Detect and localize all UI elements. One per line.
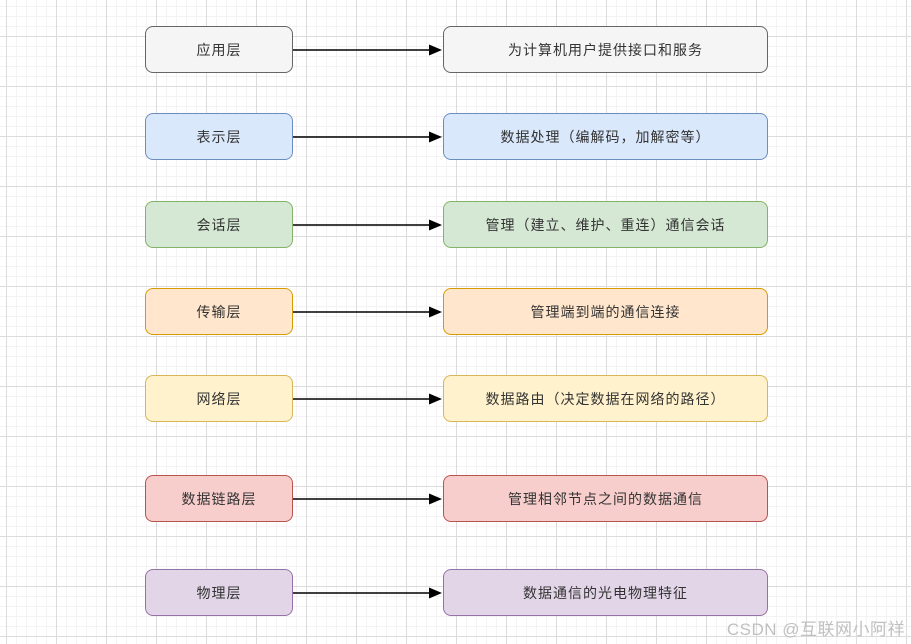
- layer-name-label: 物理层: [196, 584, 242, 601]
- arrow-connector: [293, 219, 442, 230]
- layer-description-node: 数据处理（编解码，加解密等）: [443, 113, 768, 160]
- layer-description-label: 为计算机用户提供接口和服务: [508, 41, 703, 58]
- layer-name-label: 网络层: [196, 390, 242, 407]
- layer-description-label: 管理相邻节点之间的数据通信: [508, 490, 703, 507]
- layer-node: 表示层: [145, 113, 293, 160]
- arrow-connector: [293, 587, 442, 598]
- arrow-connector: [293, 131, 442, 142]
- layer-row: 应用层 为计算机用户提供接口和服务: [0, 26, 911, 73]
- layer-description-label: 数据路由（决定数据在网络的路径）: [485, 390, 726, 407]
- arrowhead-icon: [429, 44, 442, 55]
- arrowhead-icon: [429, 131, 442, 142]
- layer-row: 物理层 数据通信的光电物理特征: [0, 569, 911, 616]
- layer-node: 物理层: [145, 569, 293, 616]
- layer-description-node: 数据路由（决定数据在网络的路径）: [443, 375, 768, 422]
- arrow-connector: [293, 493, 442, 504]
- arrow-connector: [293, 44, 442, 55]
- arrowhead-icon: [429, 219, 442, 230]
- layer-name-label: 表示层: [196, 128, 242, 145]
- layer-description-node: 管理（建立、维护、重连）通信会话: [443, 201, 768, 248]
- layer-description-node: 为计算机用户提供接口和服务: [443, 26, 768, 73]
- layer-description-label: 管理端到端的通信连接: [530, 303, 681, 320]
- layer-description-node: 数据通信的光电物理特征: [443, 569, 768, 616]
- arrow-connector: [293, 306, 442, 317]
- arrowhead-icon: [429, 393, 442, 404]
- layer-row: 数据链路层 管理相邻节点之间的数据通信: [0, 475, 911, 522]
- layer-description-label: 管理（建立、维护、重连）通信会话: [485, 216, 726, 233]
- layer-row: 会话层 管理（建立、维护、重连）通信会话: [0, 201, 911, 248]
- layer-name-label: 应用层: [196, 41, 242, 58]
- layer-name-label: 传输层: [196, 303, 242, 320]
- layer-description-label: 数据通信的光电物理特征: [523, 584, 688, 601]
- layer-description-label: 数据处理（编解码，加解密等）: [500, 128, 711, 145]
- layer-node: 网络层: [145, 375, 293, 422]
- watermark: CSDN @互联网小阿祥: [726, 620, 905, 639]
- layer-row: 表示层 数据处理（编解码，加解密等）: [0, 113, 911, 160]
- layer-node: 传输层: [145, 288, 293, 335]
- layer-description-node: 管理端到端的通信连接: [443, 288, 768, 335]
- layer-node: 会话层: [145, 201, 293, 248]
- layer-description-node: 管理相邻节点之间的数据通信: [443, 475, 768, 522]
- arrow-connector: [293, 393, 442, 404]
- layer-name-label: 会话层: [196, 216, 242, 233]
- arrowhead-icon: [429, 587, 442, 598]
- arrowhead-icon: [429, 306, 442, 317]
- arrowhead-icon: [429, 493, 442, 504]
- layer-row: 传输层 管理端到端的通信连接: [0, 288, 911, 335]
- layer-row: 网络层 数据路由（决定数据在网络的路径）: [0, 375, 911, 422]
- layer-name-label: 数据链路层: [181, 490, 257, 507]
- layer-node: 数据链路层: [145, 475, 293, 522]
- layer-node: 应用层: [145, 26, 293, 73]
